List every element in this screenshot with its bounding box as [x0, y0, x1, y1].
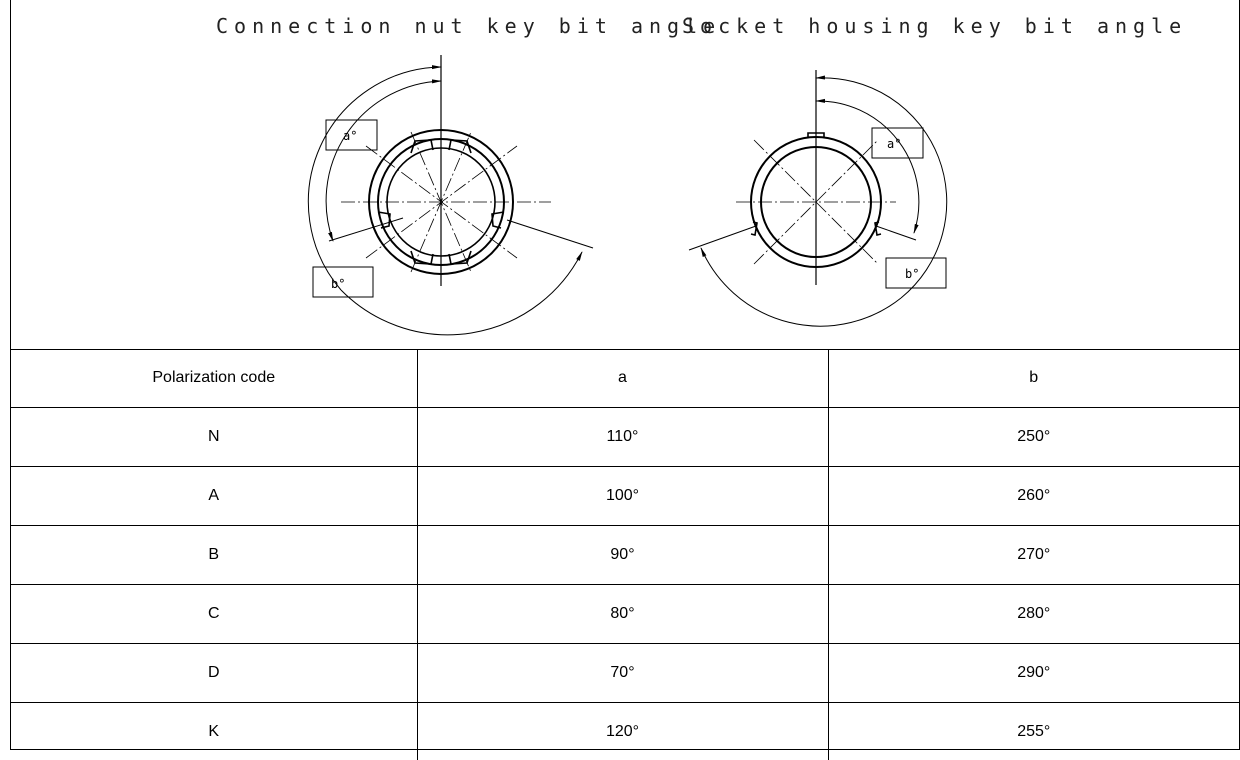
cell-b: 255°	[828, 703, 1239, 760]
polarization-code-table: Polarization code a b N 110° 250° A 100°…	[11, 349, 1239, 760]
left-drawing-title: Connection nut key bit angle	[216, 14, 721, 38]
right-a-label: a°	[887, 137, 901, 151]
table-header-row: Polarization code a b	[11, 349, 1239, 408]
table-row: D 70° 290°	[11, 644, 1239, 703]
cell-code: N	[11, 408, 417, 467]
key-angle-drawing: Connection nut key bit angle Socket hous…	[11, 0, 1239, 349]
cell-a: 80°	[417, 585, 828, 644]
socket-housing-drawing	[689, 70, 947, 326]
table-row: N 110° 250°	[11, 408, 1239, 467]
cell-a: 70°	[417, 644, 828, 703]
table-row: C 80° 280°	[11, 585, 1239, 644]
cell-code: K	[11, 703, 417, 760]
left-b-label: b°	[331, 277, 345, 291]
cell-a: 120°	[417, 703, 828, 760]
cell-a: 110°	[417, 408, 828, 467]
document-sheet: Connection nut key bit angle Socket hous…	[10, 0, 1240, 750]
cell-code: C	[11, 585, 417, 644]
table-row: A 100° 260°	[11, 467, 1239, 526]
table-row: K 120° 255°	[11, 703, 1239, 760]
cell-b: 280°	[828, 585, 1239, 644]
cell-a: 100°	[417, 467, 828, 526]
header-polarization-code: Polarization code	[11, 349, 417, 408]
connection-nut-drawing	[308, 55, 593, 335]
cell-code: D	[11, 644, 417, 703]
key-angle-figure: Connection nut key bit angle Socket hous…	[11, 0, 1239, 350]
cell-b: 290°	[828, 644, 1239, 703]
left-a-label: a°	[343, 129, 357, 143]
cell-b: 260°	[828, 467, 1239, 526]
cell-code: B	[11, 526, 417, 585]
right-drawing-title: Socket housing key bit angle	[682, 14, 1187, 38]
cell-code: A	[11, 467, 417, 526]
right-b-label: b°	[905, 267, 919, 281]
table-row: B 90° 270°	[11, 526, 1239, 585]
cell-b: 250°	[828, 408, 1239, 467]
header-a: a	[417, 349, 828, 408]
cell-a: 90°	[417, 526, 828, 585]
header-b: b	[828, 349, 1239, 408]
cell-b: 270°	[828, 526, 1239, 585]
